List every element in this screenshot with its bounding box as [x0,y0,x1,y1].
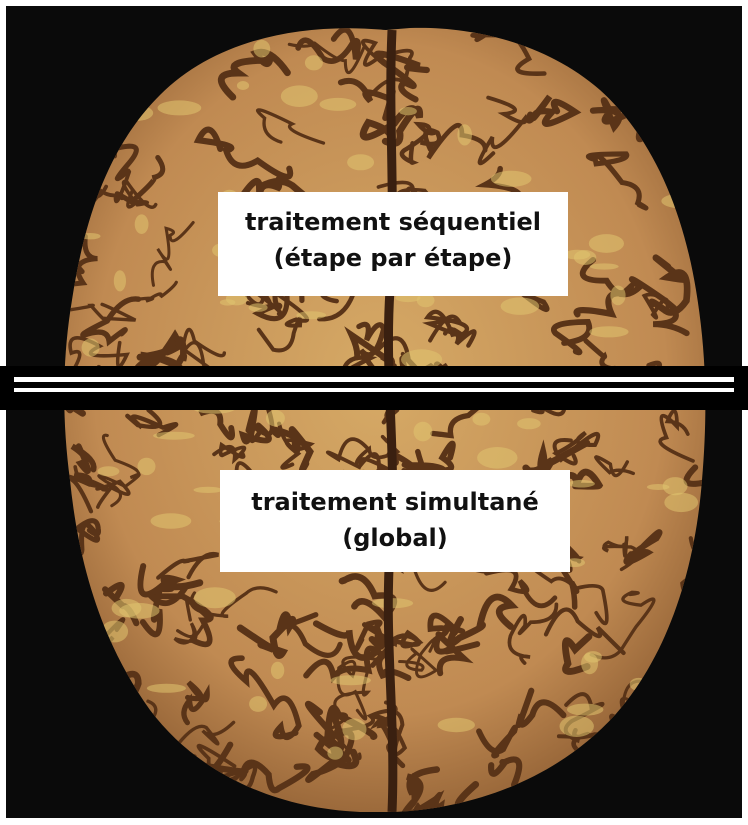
gyrus-highlight [82,339,100,357]
label-simultaneous-line1: traitement simultané [226,484,564,520]
gyrus-highlight [153,432,195,440]
gyrus-highlight [296,311,326,319]
gyrus-highlight [647,484,670,490]
gyrus-highlight [414,422,433,442]
label-sequential-line1: traitement séquentiel [224,204,562,240]
gyrus-highlight [194,587,236,608]
gyrus-highlight [590,263,619,269]
gyrus-highlight [347,154,374,170]
gyrus-highlight [249,303,268,312]
gyrus-highlight [320,98,357,111]
divider-line-white [14,388,734,392]
gyrus-highlight [589,234,624,253]
gyrus-highlight [271,662,284,679]
gyrus-highlight [151,513,192,528]
gyrus-highlight [560,716,594,737]
gyrus-highlight [664,493,698,512]
gyrus-highlight [237,81,249,90]
gyrus-highlight [135,214,149,234]
gyrus-highlight [114,270,126,291]
label-simultaneous-line2: (global) [226,520,564,556]
gyrus-highlight [158,100,202,115]
gyrus-highlight [491,171,532,187]
gyrus-highlight [477,447,517,469]
gyrus-highlight [610,286,625,306]
gyrus-highlight [97,466,119,476]
gyrus-highlight [327,747,343,760]
gyrus-highlight [399,107,417,115]
gyrus-highlight [342,718,366,740]
gyrus-highlight [473,413,491,426]
gyrus-highlight [331,675,371,685]
gyrus-highlight [567,704,603,716]
gyrus-highlight [138,458,156,475]
label-sequential-processing: traitement séquentiel (étape par étape) [218,192,568,296]
gyrus-highlight [501,298,540,315]
label-sequential-line2: (étape par étape) [224,240,562,276]
gyrus-highlight [249,696,267,712]
gyrus-highlight [194,487,223,493]
gyrus-highlight [281,85,318,107]
divider-line-white [14,377,734,382]
gyrus-highlight [438,718,475,732]
gyrus-highlight [147,684,186,693]
gyrus-highlight [112,599,142,617]
gyrus-highlight [517,418,541,429]
gyrus-highlight [305,55,323,70]
longitudinal-fissure [388,30,393,812]
label-simultaneous-processing: traitement simultané (global) [220,470,570,572]
gyrus-highlight [253,40,270,58]
gyrus-highlight [266,410,285,426]
gyrus-highlight [457,124,472,145]
gyrus-highlight [581,653,598,674]
gyrus-highlight [589,326,628,337]
gyrus-highlight [568,480,595,488]
